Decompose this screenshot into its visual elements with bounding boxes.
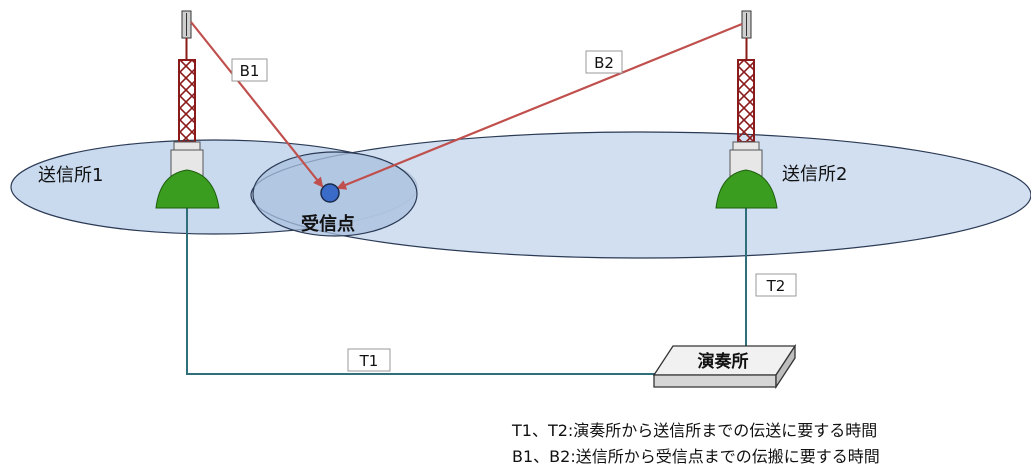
legend-line-propagation: B1、B2:送信所から受信点までの伝搬に要する時間: [512, 447, 880, 466]
studio-label: 演奏所: [698, 351, 749, 372]
arrow-b2: [336, 22, 743, 190]
legend: T1、T2:演奏所から送信所までの伝送に要する時間 B1、B2:送信所から受信点…: [512, 418, 880, 470]
label-b1: B1: [240, 62, 260, 80]
tower-top-antenna-2: [741, 10, 752, 60]
label-box-t1: [347, 348, 391, 372]
transmitter-tower-1: [155, 59, 220, 209]
label-box-b2: [585, 50, 623, 74]
tower-top-antenna-1: [181, 10, 192, 60]
label-b2: B2: [594, 54, 614, 72]
label-t2: T2: [766, 277, 786, 295]
station1-label: 送信所1: [38, 165, 103, 186]
cable-t1: [186, 202, 655, 375]
arrow-b1: [190, 21, 324, 188]
station2-label: 送信所2: [782, 164, 847, 185]
receiver-label: 受信点: [301, 213, 355, 235]
studio-box: [652, 343, 797, 390]
legend-line-transmission: T1、T2:演奏所から送信所までの伝送に要する時間: [512, 421, 878, 440]
transmitter-tower-2: [715, 59, 778, 209]
receiver-point: [320, 183, 340, 203]
label-box-b1: [231, 58, 268, 82]
label-box-t2: [755, 273, 797, 297]
coverage-area-station2: [250, 131, 1031, 259]
label-t1: T1: [359, 352, 379, 370]
